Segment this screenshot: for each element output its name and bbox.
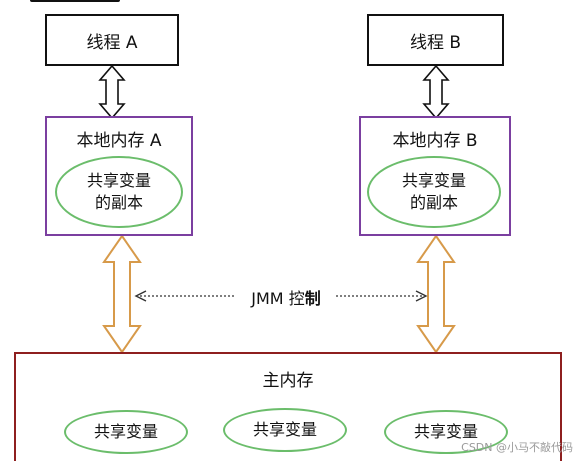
main-memory-variable-2-label: 共享变量 (252, 420, 317, 440)
jmm-label-bold: 制 (304, 289, 321, 308)
thread-b-box: 线程 B (367, 14, 504, 66)
local-memory-b-title: 本地内存 B (392, 131, 478, 151)
main-memory-box: 主内存 共享变量 共享变量 共享变量 (14, 352, 562, 461)
thread-b-local-arrow (422, 64, 450, 120)
main-memory-variable-3: 共享变量 (384, 410, 508, 454)
local-memory-a-box: 本地内存 A 共享变量 的副本 (45, 116, 193, 236)
local-memory-a-copy-label: 共享变量 的副本 (86, 171, 151, 212)
local-memory-a-copy-ellipse: 共享变量 的副本 (55, 156, 183, 228)
local-memory-a-title: 本地内存 A (76, 131, 162, 151)
thread-a-label: 线程 A (86, 32, 138, 53)
main-memory-variable-2: 共享变量 (223, 408, 347, 452)
watermark: CSDN @小马不敲代码 (461, 441, 573, 454)
local-memory-b-copy-label: 共享变量 的副本 (401, 171, 466, 212)
main-memory-variable-1-label: 共享变量 (93, 422, 158, 442)
jmm-label-text: JMM 控 (251, 289, 305, 308)
main-memory-variable-3-label: 共享变量 (413, 422, 478, 442)
local-memory-b-box: 本地内存 B 共享变量 的副本 (359, 116, 511, 236)
thread-a-local-arrow (98, 64, 126, 120)
local-memory-b-copy-ellipse: 共享变量 的副本 (367, 156, 501, 228)
thread-b-label: 线程 B (409, 32, 462, 53)
jmm-control-arrow (134, 290, 428, 302)
thread-a-box: 线程 A (45, 14, 179, 66)
main-memory-title: 主内存 (262, 371, 314, 391)
clipped-header-remnant (0, 0, 130, 6)
jmm-control-label: JMM 控制 (236, 285, 336, 309)
local-a-main-arrow (102, 234, 142, 354)
main-memory-variable-1: 共享变量 (64, 410, 188, 454)
